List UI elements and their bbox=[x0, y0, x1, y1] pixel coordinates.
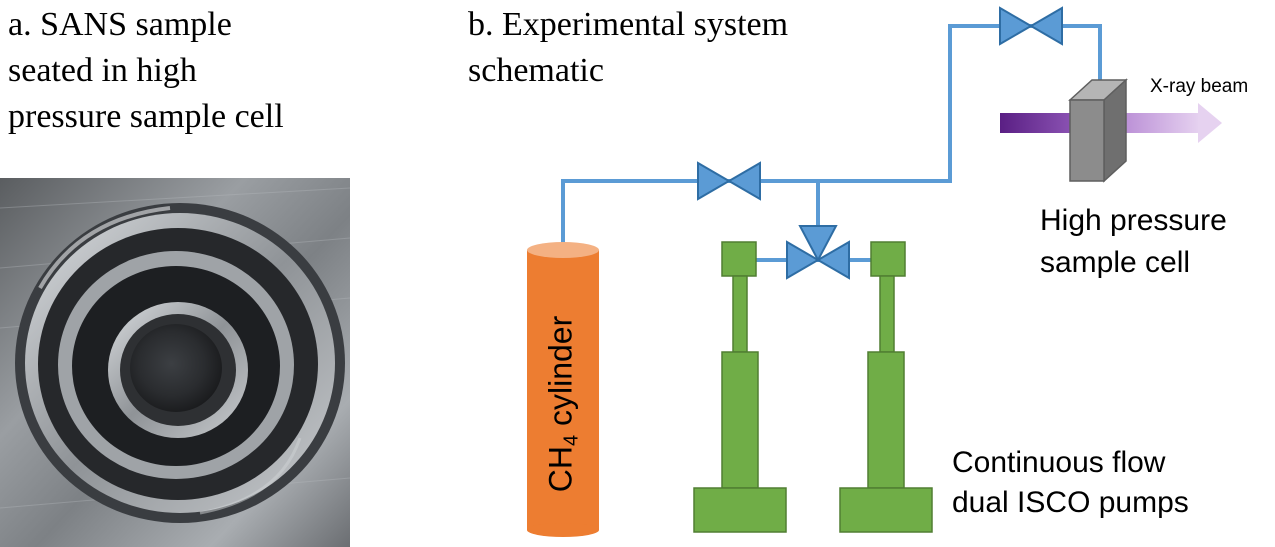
valve-three-way bbox=[786, 225, 850, 280]
beam-arrowhead bbox=[1198, 103, 1222, 143]
valve-cell-inlet bbox=[999, 6, 1063, 46]
isco-pump-right bbox=[839, 241, 933, 533]
pipe-cylinder-to-junction bbox=[561, 24, 1102, 250]
gas-pipes bbox=[561, 24, 1102, 262]
ch4-cylinder-label: CH4 cylinder bbox=[543, 316, 584, 493]
x-ray-beam bbox=[1000, 103, 1222, 143]
cylinder-label-subscript: 4 bbox=[560, 434, 583, 447]
beam-outgoing bbox=[1105, 113, 1200, 133]
valve-main bbox=[697, 161, 761, 201]
isco-pump-left bbox=[693, 241, 787, 533]
cylinder-label-suffix: cylinder bbox=[542, 315, 579, 435]
high-pressure-sample-cell bbox=[1068, 78, 1128, 183]
isco-pumps-label: Continuous flow dual ISCO pumps bbox=[952, 446, 1189, 519]
panel-b-title: b. Experimental system schematic bbox=[468, 6, 789, 89]
cylinder-label-prefix: CH bbox=[542, 446, 579, 493]
ch4-cylinder bbox=[527, 242, 599, 537]
sample-cell-label: High pressure sample cell bbox=[1040, 204, 1227, 279]
sample-cell-photo bbox=[0, 178, 350, 547]
beam-incoming bbox=[1000, 113, 1076, 133]
x-ray-beam-label: X-ray beam bbox=[1150, 76, 1249, 97]
panel-a-title: a. SANS sample seated in high pressure s… bbox=[8, 6, 284, 135]
